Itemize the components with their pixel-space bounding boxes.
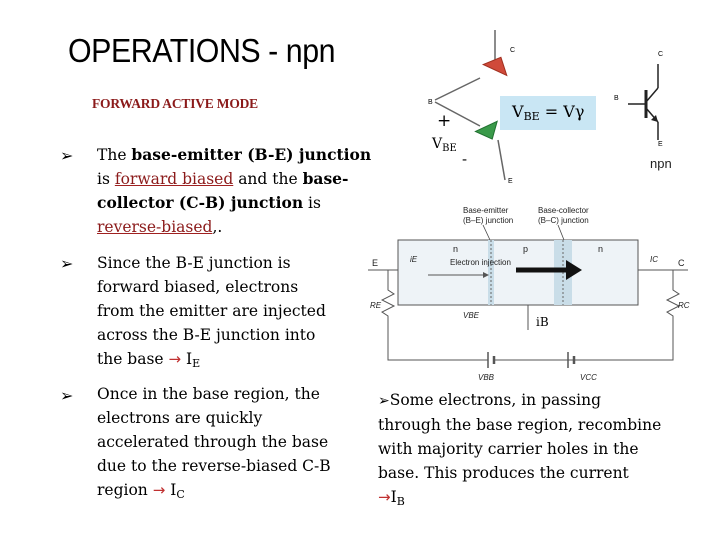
link-reverse-biased[interactable]: reverse-biased: [97, 218, 213, 236]
right-paragraph: ➢Some electrons, in passing through the …: [378, 388, 708, 514]
bullet-arrow-icon: ➢: [60, 254, 74, 273]
right-line: through the base region, recombine: [378, 416, 662, 434]
bullet-1: The base-emitter (B-E) junction is forwa…: [97, 143, 382, 239]
cb-diode-icon: [481, 56, 508, 77]
injection-arrowhead-icon: [483, 272, 489, 278]
fig-ie-label: iE: [410, 255, 418, 264]
re-resistor-icon: [380, 270, 488, 361]
vbe-equation: VBE = Vγ: [512, 102, 585, 123]
bullet-1-line-4: reverse-biased,.: [97, 218, 223, 236]
vbe-label: VBE: [431, 136, 457, 154]
transistor-operation-figure: Base-emitter (B–E) junction Base-collect…: [368, 206, 690, 382]
plus-sign: +: [437, 111, 451, 131]
link-forward-biased[interactable]: forward biased: [114, 170, 234, 188]
section-subtitle: FORWARD ACTIVE MODE: [92, 96, 258, 111]
fig-vcc-label: VCC: [580, 373, 597, 382]
be-junction-label: Base-emitter: [463, 206, 509, 215]
be-diode-icon: [474, 120, 498, 140]
bc-junction-label: Base-collector: [538, 206, 589, 215]
minus-sign: -: [462, 150, 467, 168]
bullet-3-line: accelerated through the base: [97, 433, 329, 451]
right-line: →IB: [378, 488, 405, 508]
bullet-2-line: the base → IE: [97, 350, 201, 370]
symbol-collector-arm: [645, 87, 659, 103]
bullet-1-line-1: The base-emitter (B-E) junction: [97, 145, 372, 164]
fig-vbb-label: VBB: [478, 373, 495, 382]
base-wire: [434, 77, 481, 101]
fig-b-label: B: [534, 315, 543, 329]
symbol-c-label: C: [658, 51, 663, 58]
fig-c-label: C: [678, 258, 685, 268]
diode-model-diagram: C B E + VBE -: [428, 30, 515, 185]
bullet-3-line: region → IC: [97, 481, 185, 501]
bullet-2-line: from the emitter are injected: [97, 302, 326, 320]
p-region: p: [523, 244, 528, 254]
page-title: OPERATIONS - npn: [68, 32, 336, 69]
right-arrow-icon: →: [152, 481, 166, 499]
c-label: C: [510, 47, 515, 54]
bullet-arrow-icon: ➢: [378, 393, 390, 409]
fig-e-label: E: [372, 258, 378, 268]
e-label: E: [508, 178, 513, 185]
right-line: base. This produces the current: [378, 464, 629, 482]
emitter-arrow-icon: [651, 115, 658, 122]
bullet-2-line: Since the B-E junction is: [97, 254, 291, 272]
bullet-3-line: due to the reverse-biased C-B: [97, 457, 331, 475]
bullet-arrow-icon: ➢: [60, 146, 74, 165]
term-collector-base: collector (C-B) junction: [97, 193, 304, 212]
n-region-right: n: [598, 244, 603, 254]
right-line: with majority carrier holes in the: [378, 440, 639, 458]
n-region-left: n: [453, 244, 458, 254]
emitter-wire: [497, 139, 506, 181]
fig-rc-label: RC: [678, 301, 690, 310]
rc-resistor-icon: [568, 270, 681, 361]
bullet-arrow-icon: ➢: [60, 386, 74, 405]
right-line: ➢Some electrons, in passing: [378, 391, 602, 409]
fig-ib-label: iB: [536, 315, 549, 329]
symbol-b-label: B: [614, 95, 619, 102]
fig-ic-label: IC: [650, 255, 658, 264]
bc-pointer: [557, 224, 565, 241]
right-arrow-icon: →: [378, 488, 391, 506]
bullet-1-line-2: is forward biased and the base-: [97, 169, 349, 188]
electron-injection-label: Electron injection: [450, 258, 511, 267]
bullet-3-line: electrons are quickly: [97, 409, 263, 427]
bullet-3: Once in the base region, the electrons a…: [97, 382, 367, 507]
vbe-equation-box: [500, 96, 596, 130]
b-label: B: [428, 99, 433, 106]
fig-vbe-label: VBE: [463, 311, 480, 320]
bullet-3-line: Once in the base region, the: [97, 385, 320, 403]
term-base-emitter: base-emitter (B-E) junction: [131, 145, 372, 164]
base-emitter-wire: [434, 101, 481, 127]
bullet-2-line: forward biased, electrons: [97, 278, 299, 296]
be-junction-sub: (B–E) junction: [463, 216, 513, 225]
bullet-2: Since the B-E junction is forward biased…: [97, 251, 367, 376]
bc-junction-sub: (B–C) junction: [538, 216, 589, 225]
npn-symbol-diagram: C B E npn: [614, 51, 672, 171]
fig-re-label: RE: [370, 301, 382, 310]
bullet-1-line-3: collector (C-B) junction is: [97, 193, 321, 212]
electron-flow-arrowhead-icon: [566, 260, 582, 280]
symbol-e-label: E: [658, 141, 663, 148]
symbol-caption: npn: [650, 156, 672, 171]
right-arrow-icon: →: [168, 350, 182, 368]
be-pointer: [482, 224, 491, 241]
bullet-2-line: across the B-E junction into: [97, 326, 316, 344]
